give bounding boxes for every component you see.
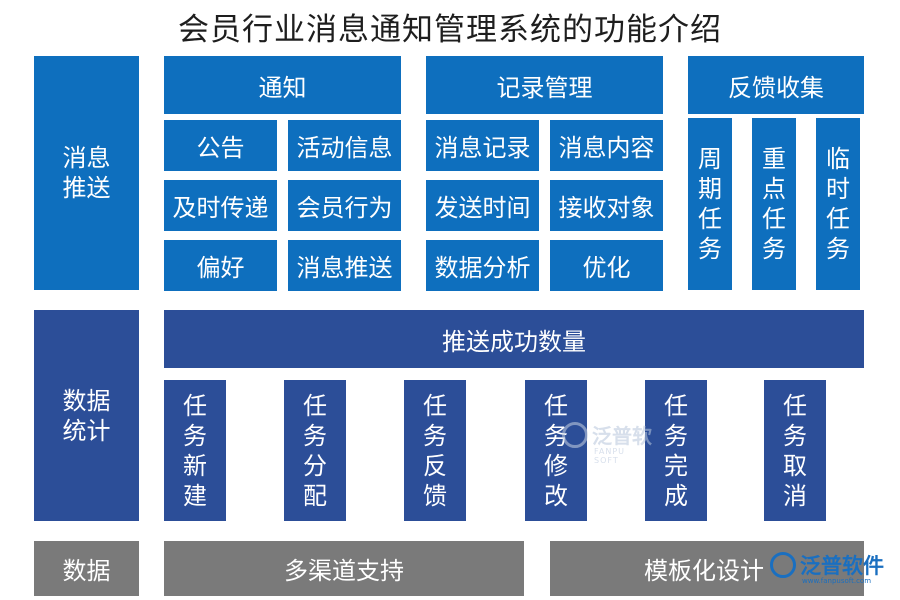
stats-header: 推送成功数量 (164, 310, 864, 368)
watermark-center-text: 泛普软 (592, 424, 652, 448)
section-data-stats-label: 数据统计 (62, 386, 111, 445)
feedback-item-label: 重点任务 (762, 145, 786, 263)
feedback-item-label: 临时任务 (826, 145, 850, 263)
watermark-corner: 泛普软件 www.fanpusoft.com (770, 550, 884, 585)
stats-item-label: 任务分配 (303, 391, 327, 510)
watermark-center: 泛普软 FANPU SOFT (562, 420, 652, 465)
records-header: 记录管理 (426, 56, 663, 114)
notify-header: 通知 (164, 56, 401, 114)
notify-item: 会员行为 (288, 180, 401, 231)
notify-item: 消息推送 (288, 240, 401, 291)
feedback-item: 临时任务 (816, 118, 860, 290)
notify-item: 偏好 (164, 240, 277, 291)
records-item: 优化 (550, 240, 663, 291)
fanpu-logo-icon (562, 421, 588, 448)
section-data: 数据 (34, 541, 139, 596)
stats-item-label: 任务新建 (183, 391, 207, 510)
template-design-label: 模板化设计 (644, 557, 764, 585)
section-message-push-label: 消息推送 (62, 144, 111, 202)
stats-item: 任务完成 (645, 380, 707, 521)
feedback-item: 周期任务 (688, 118, 732, 290)
watermark-corner-url: www.fanpusoft.com (802, 577, 872, 585)
page-title: 会员行业消息通知管理系统的功能介绍 (178, 12, 722, 48)
feedback-header: 反馈收集 (688, 56, 864, 114)
records-item: 接收对象 (550, 180, 663, 231)
stats-item: 任务修改 (525, 380, 587, 521)
notify-item: 活动信息 (288, 120, 401, 171)
stats-item: 任务取消 (764, 380, 826, 521)
fanpu-logo-icon (770, 552, 796, 578)
stats-item: 任务反馈 (404, 380, 466, 521)
stats-item-label: 任务反馈 (423, 391, 447, 510)
watermark-corner-text: 泛普软件 (800, 554, 884, 578)
stats-item: 任务分配 (284, 380, 346, 521)
stats-item-label: 任务修改 (544, 391, 568, 510)
multichannel-support: 多渠道支持 (164, 541, 524, 596)
records-item: 消息记录 (426, 120, 539, 171)
template-design: 模板化设计 (550, 541, 864, 596)
records-item: 发送时间 (426, 180, 539, 231)
notify-item: 及时传递 (164, 180, 277, 231)
records-item: 消息内容 (550, 120, 663, 171)
feedback-item-label: 周期任务 (698, 145, 722, 263)
feedback-item: 重点任务 (752, 118, 796, 290)
watermark-center-sub: FANPU SOFT (594, 447, 626, 465)
section-message-push: 消息推送 (34, 56, 139, 290)
stats-item-label: 任务取消 (783, 391, 807, 510)
notify-item: 公告 (164, 120, 277, 171)
section-data-stats: 数据统计 (34, 310, 139, 521)
records-item: 数据分析 (426, 240, 539, 291)
stats-item-label: 任务完成 (664, 391, 688, 510)
stats-item: 任务新建 (164, 380, 226, 521)
